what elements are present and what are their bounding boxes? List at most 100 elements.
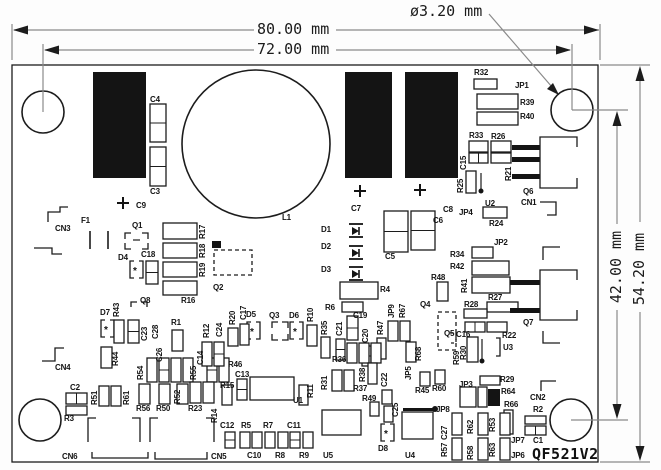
label-R35: R35 <box>320 320 329 335</box>
C27-body <box>451 412 463 436</box>
R9-body <box>302 431 314 449</box>
label-R8: R8 <box>275 451 286 460</box>
R30-body <box>466 336 479 363</box>
R42-body <box>471 260 510 276</box>
dimension-width-inner: 72.00 mm <box>257 40 330 58</box>
R48-body <box>436 281 449 302</box>
CN4-pad <box>42 347 64 362</box>
R60-body <box>434 369 446 385</box>
label-R40: R40 <box>520 112 535 121</box>
inductor-L1 <box>181 69 331 219</box>
label-Q2: Q2 <box>213 283 224 292</box>
label-R32: R32 <box>474 68 489 77</box>
CN5-bracket <box>154 452 208 460</box>
D5-sym: * <box>250 327 254 338</box>
label-R59: R59 <box>452 350 461 365</box>
board-name: QF521V2 <box>532 445 599 463</box>
label-D6: D6 <box>289 311 300 320</box>
label-C27: C27 <box>440 425 449 440</box>
R10-body <box>306 324 318 347</box>
R44-body <box>100 346 113 369</box>
label-R24: R24 <box>489 219 504 228</box>
label-C1: C1 <box>533 436 544 445</box>
Q5-outline <box>450 332 457 344</box>
R54-body <box>146 357 158 383</box>
label-U3: U3 <box>503 343 514 352</box>
label-C16: C16 <box>456 330 471 339</box>
label-R58: R58 <box>466 445 475 460</box>
label-C26: C26 <box>155 347 164 362</box>
label-R41: R41 <box>460 278 469 293</box>
label-L1: L1 <box>282 213 292 222</box>
arrow <box>635 66 645 81</box>
label-Q8: Q8 <box>140 296 151 305</box>
CN3-pad <box>47 206 68 222</box>
label-R33: R33 <box>469 131 484 140</box>
CN1-pad <box>540 201 557 216</box>
arrow <box>13 25 28 35</box>
label-C28: C28 <box>151 324 160 339</box>
label-R50: R50 <box>156 404 171 413</box>
R50-body <box>158 383 171 405</box>
Q1-outline <box>142 243 149 250</box>
dimension-hole-diameter: ø3.20 mm <box>410 2 483 20</box>
label-Q3: Q3 <box>269 311 280 320</box>
label-R49: R49 <box>362 394 377 403</box>
label-R44: R44 <box>111 351 120 366</box>
label-U1: U1 <box>293 396 304 405</box>
label-D7: D7 <box>100 308 111 317</box>
CN3-pad <box>34 247 62 255</box>
Q6-package <box>539 136 578 189</box>
label-R54: R54 <box>136 365 145 380</box>
label-R63: R63 <box>488 442 497 457</box>
pad-mark <box>542 331 560 344</box>
R67-body <box>399 320 411 342</box>
R68-body <box>405 341 417 363</box>
label-R42: R42 <box>450 262 465 271</box>
R45-body <box>419 371 431 387</box>
R19-body <box>162 261 198 278</box>
label-U4: U4 <box>405 451 416 460</box>
Q3-outline <box>271 321 278 328</box>
R25-body <box>465 170 477 194</box>
Q7-lead <box>510 308 540 313</box>
label-Q7: Q7 <box>523 318 534 327</box>
R12-body <box>201 341 213 367</box>
label-R60: R60 <box>432 384 447 393</box>
label-R17: R17 <box>198 224 207 239</box>
res-body <box>370 342 382 364</box>
R8-body <box>277 431 289 449</box>
label-C25: C25 <box>391 402 400 417</box>
label-C10: C10 <box>247 451 262 460</box>
hole-leader <box>488 13 553 88</box>
JP3-pad <box>459 386 477 408</box>
R17-body <box>162 222 198 240</box>
label-JP3: JP3 <box>459 380 473 389</box>
Q2-pad <box>212 241 221 248</box>
label-R6: R6 <box>325 303 336 312</box>
label-R29: R29 <box>500 375 515 384</box>
heatsink-2 <box>345 72 392 178</box>
label-C8: C8 <box>443 205 454 214</box>
label-R57: R57 <box>440 442 449 457</box>
arrow <box>584 25 599 35</box>
label-D1: D1 <box>321 225 332 234</box>
D7-sym: * <box>104 325 108 336</box>
label-C7: C7 <box>351 204 362 213</box>
label-R62: R62 <box>466 419 475 434</box>
R56-body <box>138 383 151 405</box>
label-R52: R52 <box>173 389 182 404</box>
R61-body <box>110 385 122 407</box>
R4-body <box>339 281 379 300</box>
R23-body <box>189 381 202 404</box>
label-R3: R3 <box>64 414 75 423</box>
trace <box>403 408 433 411</box>
label-CN1: CN1 <box>521 198 537 207</box>
label-R11: R11 <box>306 384 315 398</box>
R35-body <box>320 336 331 359</box>
arrow <box>612 111 622 126</box>
R53-body <box>499 412 511 436</box>
label-R61: R61 <box>122 390 131 405</box>
